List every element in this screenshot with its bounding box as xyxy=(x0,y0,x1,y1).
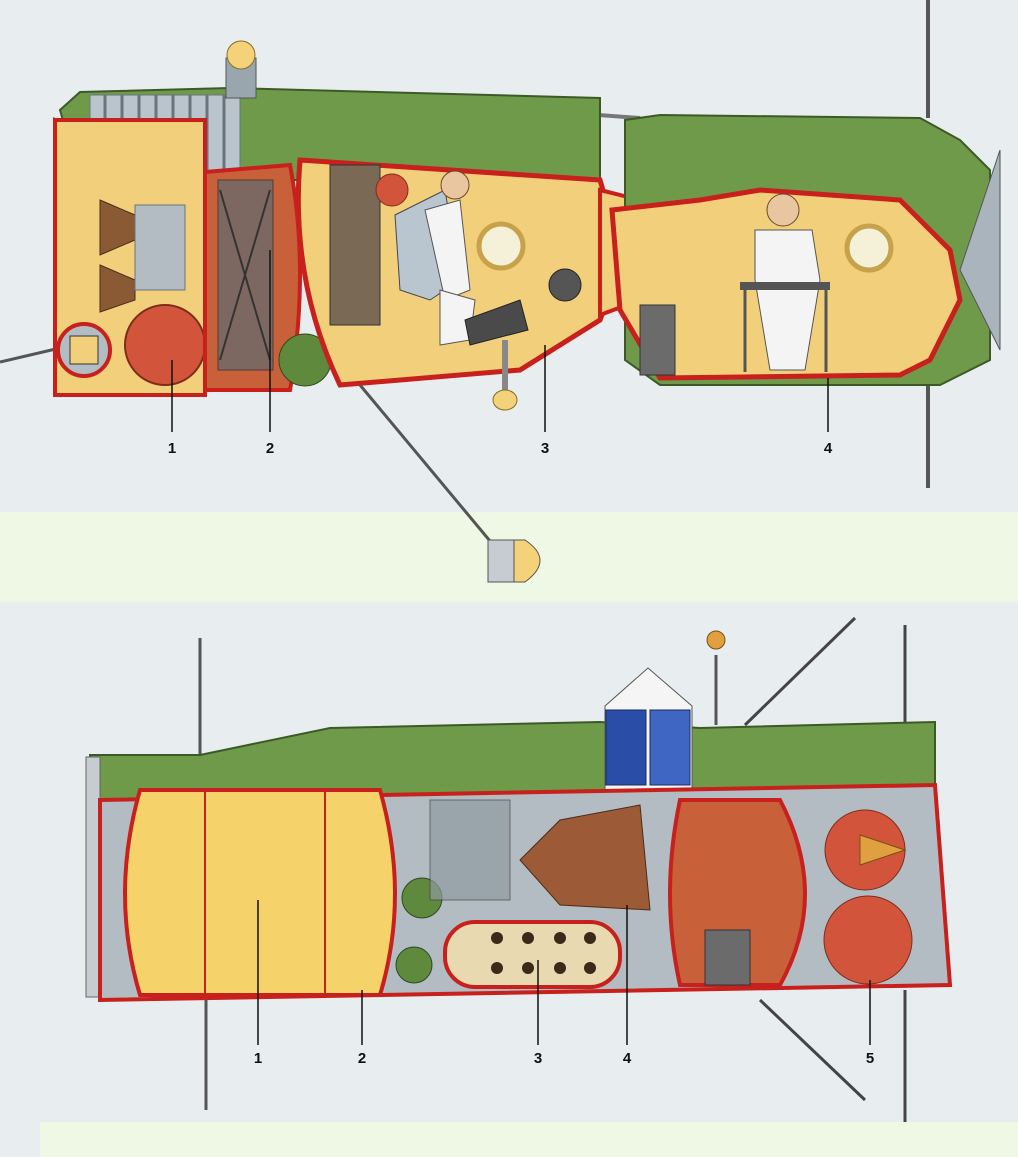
suit-figure-seated-icon xyxy=(394,170,476,346)
end-flange xyxy=(85,756,101,998)
beacon-ball xyxy=(706,630,726,650)
plumbing xyxy=(429,799,511,901)
fuel-tank xyxy=(443,920,622,989)
top-leader-lines xyxy=(171,250,829,432)
bottom-label-3: 3 xyxy=(533,1050,543,1067)
antenna-lower-mid xyxy=(758,998,867,1102)
propellant-sphere-icon xyxy=(124,304,206,386)
bottom-label-1: 1 xyxy=(253,1050,263,1067)
bottom-label-5: 5 xyxy=(865,1050,875,1067)
periscope xyxy=(548,268,582,302)
porthole-icon-2 xyxy=(844,223,894,273)
propellant-sphere-icon-3 xyxy=(823,895,913,985)
bottom-spacecraft xyxy=(85,616,953,1122)
docking-probe xyxy=(959,149,1001,351)
sensor-dome xyxy=(226,40,256,70)
fuel-tank-ports xyxy=(491,932,596,974)
top-label-1: 1 xyxy=(167,440,177,457)
top-spacecraft xyxy=(0,0,1001,583)
porthole-icon xyxy=(476,221,526,271)
suit-figure-standing-icon xyxy=(740,193,830,372)
bottom-label-4: 4 xyxy=(622,1050,632,1067)
instrument-panel xyxy=(329,164,381,326)
rocket-nozzle-icon xyxy=(519,804,651,911)
top-label-4: 4 xyxy=(823,440,833,457)
control-handle xyxy=(464,299,529,346)
service-engines xyxy=(99,199,186,313)
boom xyxy=(358,384,512,566)
solar-panel-icon xyxy=(604,667,693,791)
equipment-rack xyxy=(639,304,676,376)
bottom-leader-lines xyxy=(257,900,871,1045)
antenna-left xyxy=(0,346,61,364)
green-band-bottom xyxy=(40,1122,1018,1157)
antenna-upper-mid xyxy=(743,616,857,727)
top-label-2: 2 xyxy=(265,440,275,457)
helium-sphere-2 xyxy=(395,946,433,984)
bottom-label-2: 2 xyxy=(357,1050,367,1067)
descent-propellant-tank xyxy=(668,798,807,987)
top-label-3: 3 xyxy=(540,440,550,457)
descent-sphere xyxy=(375,173,409,207)
oxidiser-tank xyxy=(123,788,397,997)
